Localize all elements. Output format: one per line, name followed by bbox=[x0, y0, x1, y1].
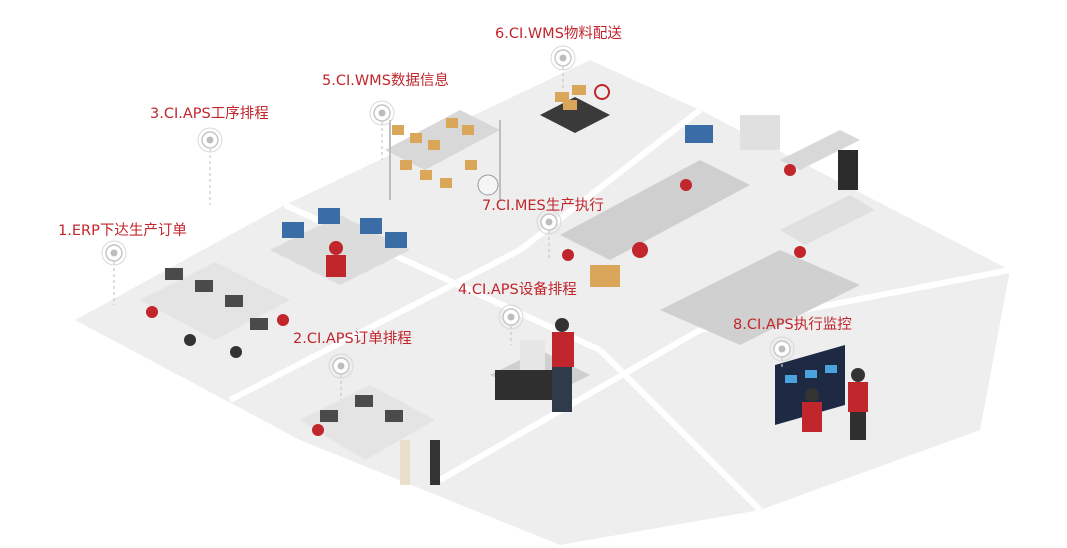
machine-station bbox=[490, 318, 590, 412]
conveyor-icon bbox=[560, 160, 750, 260]
monitor-icon bbox=[282, 222, 304, 238]
step-1-label: 1.ERP下达生产订单 bbox=[58, 223, 187, 239]
warehouse-shelves bbox=[385, 110, 501, 200]
map-pin-icon bbox=[369, 100, 395, 160]
agv-cart bbox=[540, 84, 610, 133]
step-4-label: 4.CI.APS设备排程 bbox=[458, 282, 577, 298]
step-2-label: 2.CI.APS订单排程 bbox=[293, 331, 412, 347]
robot-arm-icon bbox=[477, 174, 499, 196]
agv-cart-icon bbox=[540, 97, 610, 133]
office-zone-1 bbox=[140, 262, 290, 358]
map-pin-icon bbox=[536, 209, 562, 260]
box-icon bbox=[392, 125, 404, 135]
worker-icon bbox=[146, 306, 158, 318]
map-pins bbox=[101, 45, 795, 400]
monitoring-zone bbox=[775, 345, 868, 440]
map-pin-icon bbox=[197, 127, 223, 205]
map-pin-icon bbox=[101, 240, 127, 305]
map-pin-icon bbox=[328, 353, 354, 400]
office-zone-2 bbox=[300, 385, 440, 485]
map-pin-icon bbox=[550, 45, 576, 90]
production-line bbox=[560, 115, 875, 345]
monitor-icon bbox=[165, 268, 183, 280]
step-5-label: 5.CI.WMS数据信息 bbox=[322, 73, 449, 89]
step-7-label: 7.CI.MES生产执行 bbox=[482, 198, 604, 214]
map-pin-icon bbox=[769, 336, 795, 370]
control-desk bbox=[270, 208, 410, 285]
step-6-label: 6.CI.WMS物料配送 bbox=[495, 26, 622, 42]
step-8-label: 8.CI.APS执行监控 bbox=[733, 317, 852, 333]
map-pin-icon bbox=[498, 304, 524, 345]
step-3-label: 3.CI.APS工序排程 bbox=[150, 106, 269, 122]
